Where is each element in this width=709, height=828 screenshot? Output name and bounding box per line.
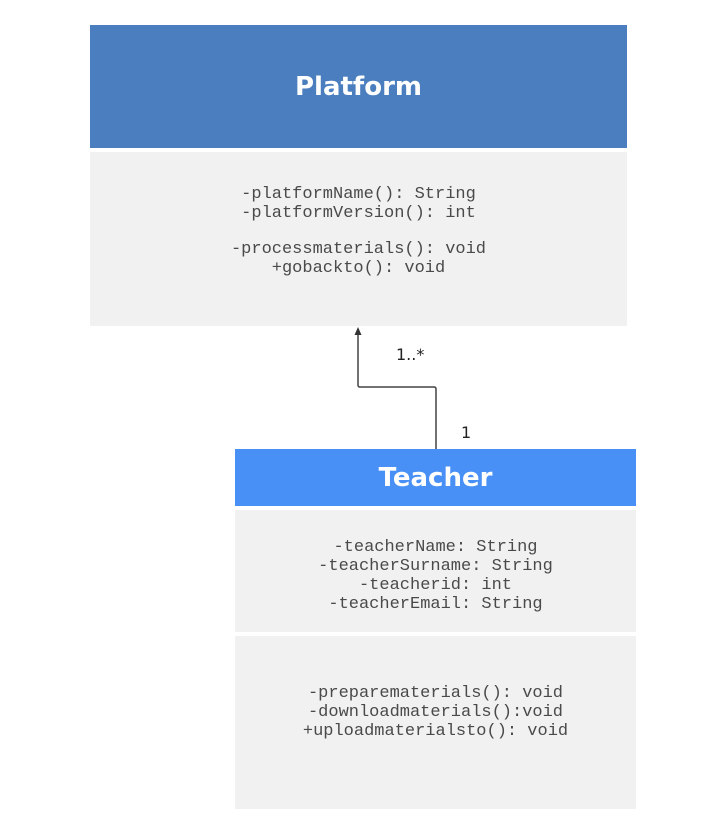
teacher-operation: -preparematerials(): void — [307, 684, 564, 703]
platform-attributes: -platformName(): String -platformVersion… — [90, 152, 627, 223]
platform-operation: -processmaterials(): void — [230, 240, 487, 259]
platform-attribute: -platformName(): String — [241, 185, 476, 204]
teacher-multiplicity: 1 — [461, 423, 472, 442]
teacher-class-name: Teacher — [235, 449, 636, 506]
platform-operation: +gobackto(): void — [271, 259, 446, 278]
teacher-operations: -preparematerials(): void -downloadmater… — [235, 636, 636, 809]
platform-class-name: Platform — [90, 25, 627, 148]
teacher-attribute: -teacherid: int — [358, 576, 513, 595]
teacher-operation: +uploadmaterialsto(): void — [302, 722, 569, 741]
teacher-attribute: -teacherEmail: String — [328, 595, 543, 614]
platform-class[interactable]: Platform -platformName(): String -platfo… — [90, 25, 627, 326]
teacher-attribute: -teacherSurname: String — [318, 557, 553, 576]
teacher-class[interactable]: Teacher -teacherName: String -teacherSur… — [235, 449, 636, 809]
teacher-attributes: -teacherName: String -teacherSurname: St… — [235, 510, 636, 632]
teacher-attribute: -teacherName: String — [333, 538, 538, 557]
platform-multiplicity: 1..* — [396, 345, 425, 364]
arrow-head-icon — [354, 327, 362, 335]
teacher-operation: -downloadmaterials():void — [307, 703, 564, 722]
platform-attribute: -platformVersion(): int — [241, 204, 476, 223]
platform-operations: -processmaterials(): void +gobackto(): v… — [90, 216, 627, 326]
